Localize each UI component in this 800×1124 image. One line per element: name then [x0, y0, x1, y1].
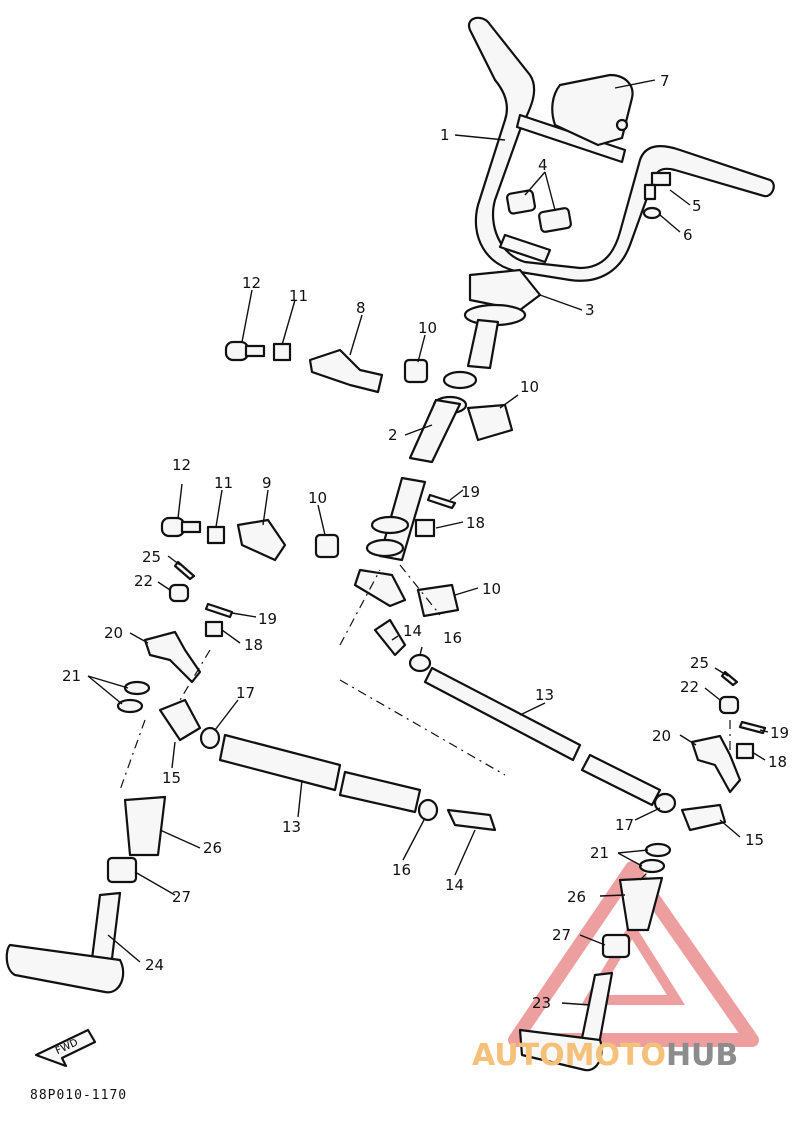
- callout-3: 3: [585, 301, 595, 319]
- collars: [314, 358, 514, 618]
- leader-lines: [87, 79, 769, 1006]
- bolt-washer: [642, 171, 672, 220]
- callout-19c: 19: [770, 724, 789, 742]
- callout-13b: 13: [282, 818, 301, 836]
- callout-2: 2: [388, 426, 398, 444]
- knuckles: [5, 891, 614, 1072]
- small-parts: [168, 493, 767, 760]
- boots-seals: [106, 795, 664, 959]
- callout-19a: 19: [461, 483, 480, 501]
- callout-11b: 11: [214, 474, 233, 492]
- pitman-arms: [143, 630, 742, 794]
- callout-26b: 26: [567, 888, 586, 906]
- callout-21a: 21: [62, 667, 81, 685]
- callout-20a: 20: [104, 624, 123, 642]
- callout-17a: 17: [236, 684, 255, 702]
- callout-10b: 10: [520, 378, 539, 396]
- watermark-text: AUTOMOTOHUB: [472, 1038, 738, 1073]
- callout-17b: 17: [615, 816, 634, 834]
- tie-rods: [218, 666, 662, 814]
- brackets: [236, 348, 384, 562]
- watermark-part1: AUTOMOTO: [472, 1038, 666, 1073]
- bolts-nuts: [160, 340, 292, 545]
- upper-holder: [463, 268, 542, 327]
- diagram-code: 88P010-1170: [30, 1088, 128, 1103]
- callout-27b: 27: [552, 926, 571, 944]
- handlebar-clamps: [505, 189, 572, 233]
- handlebar-pad: [551, 73, 634, 147]
- watermark-part2: HUB: [665, 1038, 739, 1073]
- callout-14b: 14: [445, 876, 464, 894]
- callout-7: 7: [660, 72, 670, 90]
- callout-22a: 22: [134, 572, 153, 590]
- callout-22b: 22: [680, 678, 699, 696]
- callout-24: 24: [145, 956, 164, 974]
- callout-20b: 20: [652, 727, 671, 745]
- callout-15b: 15: [745, 831, 764, 849]
- watermark-logo: [508, 861, 759, 1047]
- callout-12a: 12: [242, 274, 261, 292]
- callout-13a: 13: [535, 686, 554, 704]
- callout-12b: 12: [172, 456, 191, 474]
- callout-5: 5: [692, 197, 702, 215]
- steering-column: [353, 318, 500, 608]
- callout-18c: 18: [768, 753, 787, 771]
- callout-6: 6: [683, 226, 693, 244]
- callout-23: 23: [532, 994, 551, 1012]
- callout-21b: 21: [590, 844, 609, 862]
- callout-numbers: 1 2 3 4 5 6 7 8 9 10 10 10 10 11 11 12 1…: [62, 72, 789, 1012]
- callout-16b: 16: [392, 861, 411, 879]
- forward-arrow-icon: FWD: [34, 1028, 97, 1068]
- tie-rod-ends: [158, 618, 727, 832]
- callout-10d: 10: [482, 580, 501, 598]
- callout-18b: 18: [244, 636, 263, 654]
- callout-1: 1: [440, 126, 450, 144]
- handlebar: [467, 16, 775, 282]
- callout-4: 4: [538, 156, 548, 174]
- callout-14a: 14: [403, 622, 422, 640]
- callout-10a: 10: [418, 319, 437, 337]
- callout-25b: 25: [690, 654, 709, 672]
- cotter-pins: [116, 680, 672, 874]
- callout-19b: 19: [258, 610, 277, 628]
- callout-15a: 15: [162, 769, 181, 787]
- callout-26a: 26: [203, 839, 222, 857]
- callout-10c: 10: [308, 489, 327, 507]
- callout-27a: 27: [172, 888, 191, 906]
- callout-18a: 18: [466, 514, 485, 532]
- callout-11a: 11: [289, 287, 308, 305]
- callout-25a: 25: [142, 548, 161, 566]
- callout-8: 8: [356, 299, 366, 317]
- assembly-lines: [119, 564, 731, 881]
- callout-9: 9: [262, 474, 272, 492]
- callout-16a: 16: [443, 629, 462, 647]
